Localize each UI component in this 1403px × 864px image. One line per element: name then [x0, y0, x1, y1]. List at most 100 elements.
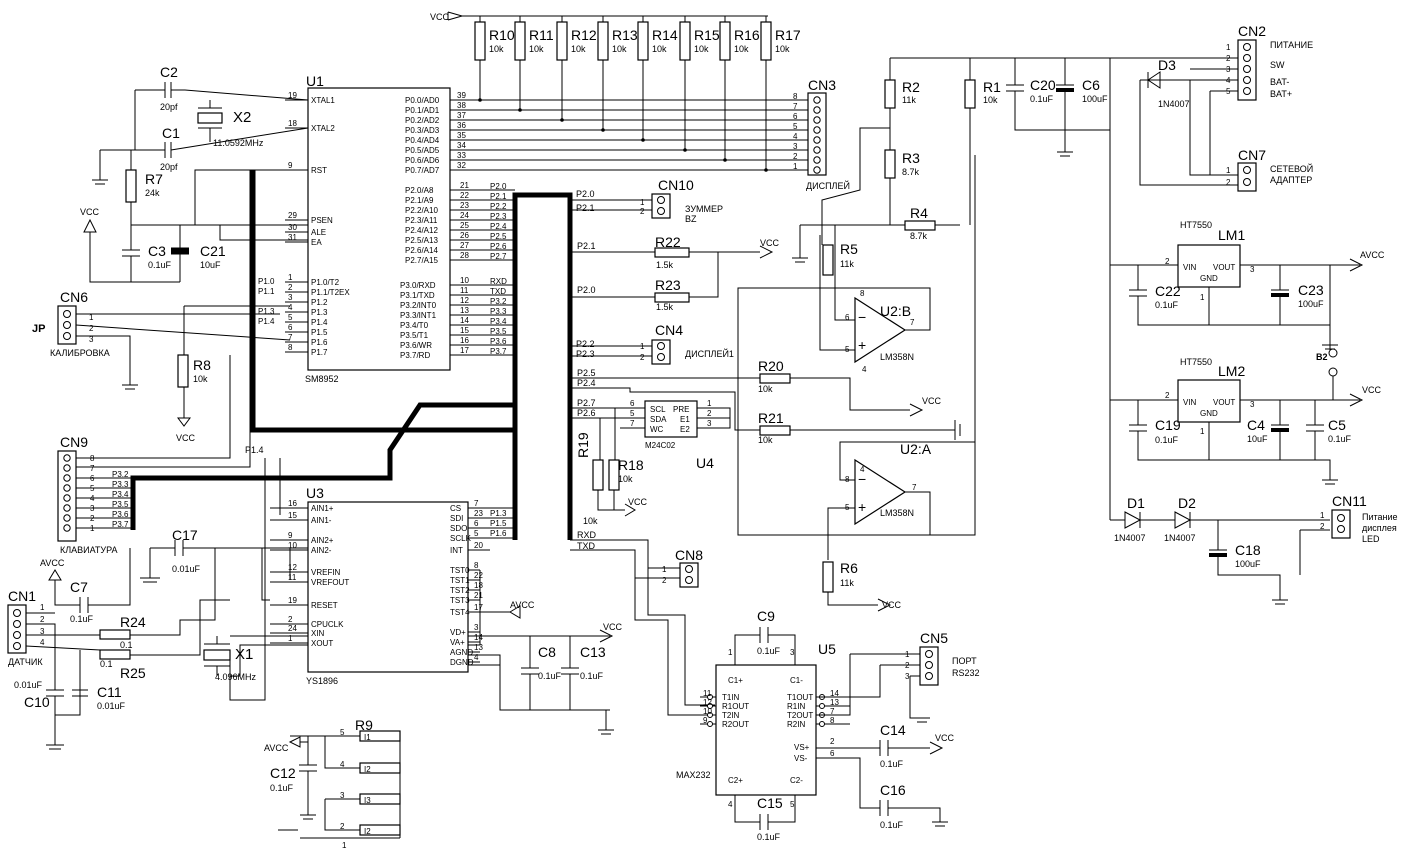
u1-bus-label: P2.1 — [490, 192, 507, 201]
r22-ref: R22 — [655, 234, 681, 250]
u3-pin-label: XIN — [311, 629, 325, 638]
cn7-adapter-connector: CN7 12 СЕТЕВОЙ АДАПТЕР — [1226, 147, 1313, 192]
svg-text:6: 6 — [830, 749, 835, 758]
vcc-label-r6: VCC — [882, 600, 902, 610]
cn9-ref: CN9 — [60, 434, 88, 450]
u1-bus-label: P2.2 — [490, 202, 507, 211]
r21-ref: R21 — [758, 410, 784, 426]
c21-val: 10uF — [200, 260, 221, 270]
cn9-bus-label: P3.7 — [112, 520, 129, 529]
u1-pin-num: 22 — [460, 191, 469, 200]
lm2-vout: VOUT — [1213, 398, 1235, 407]
svg-text:−: − — [858, 309, 866, 325]
lm2-gnd: GND — [1200, 409, 1218, 418]
x2-crystal-network: C2 20pf X2 11.0592MHz C1 20pf R7 24k — [92, 64, 309, 240]
c14-ref: C14 — [880, 722, 906, 738]
c21-ref: C21 — [200, 243, 226, 259]
r5-val: 11k — [840, 259, 854, 269]
c11-val: 0.01uF — [97, 701, 126, 711]
u1-bus-label: RXD — [490, 277, 507, 286]
jp-label: JP — [32, 323, 45, 335]
avcc-label-r9: AVCC — [264, 743, 289, 753]
u1-pin-label: P0.6/AD6 — [405, 156, 440, 165]
r17-ref: R17 — [775, 27, 801, 43]
svg-text:7: 7 — [912, 483, 917, 492]
u1-bus-label: P3.3 — [490, 307, 507, 316]
cn10-name1: ЗУММЕР — [685, 204, 723, 214]
u3-pin-label: AIN1- — [311, 516, 332, 525]
r19-ref: R19 — [575, 432, 591, 458]
u5-pin-num: 14 — [830, 689, 839, 698]
u1-ref: U1 — [306, 73, 324, 89]
c16-ref: C16 — [880, 782, 906, 798]
u1-pin-num: 36 — [457, 121, 466, 130]
u1-pin-num: 26 — [460, 231, 469, 240]
u1-bus-label: P2.5 — [490, 232, 507, 241]
r17-val: 10k — [775, 44, 790, 54]
u3-pin-num: 1 — [288, 634, 293, 643]
vcc-label-r20: VCC — [922, 396, 942, 406]
u3-pin-label: TST3 — [450, 596, 470, 605]
u1-pin-num: 30 — [288, 223, 297, 232]
svg-text:3: 3 — [1250, 265, 1255, 274]
svg-text:1: 1 — [728, 648, 733, 657]
u5-pin-num: 7 — [830, 707, 835, 716]
cn3-pin-num: 7 — [793, 102, 798, 111]
c9-ref: C9 — [757, 608, 775, 624]
u1-pin-num: 29 — [288, 211, 297, 220]
svg-text:8: 8 — [860, 289, 865, 298]
cn9-name: КЛАВИАТУРА — [60, 545, 118, 555]
u1-pin-label: P2.7/A15 — [405, 256, 438, 265]
u1-pin-label: P2.4/A12 — [405, 226, 438, 235]
r16-ref: R16 — [734, 27, 760, 43]
c20-ref: C20 — [1030, 77, 1056, 93]
cn4-ref: CN4 — [655, 322, 683, 338]
rxd-lbl: RXD — [577, 530, 597, 540]
cn7-name1: СЕТЕВОЙ — [1270, 163, 1313, 174]
x1-crystal: X1 4.096MHz — [203, 635, 308, 682]
cn9-pin-num: 7 — [90, 464, 95, 473]
b2-label: B2 — [1316, 352, 1328, 362]
u1-pin-label: P2.2/A10 — [405, 206, 438, 215]
u3-pin-num: 10 — [288, 541, 297, 550]
u5-pin-num: 13 — [830, 698, 839, 707]
u4-wc: WC — [650, 425, 664, 434]
c2-val: 20pf — [160, 102, 178, 112]
u3-bus-p15: P1.5 — [490, 519, 507, 528]
lm1-ref: LM1 — [1218, 227, 1245, 243]
led-power-section: D1 1N4007 D2 1N4007 C18 100uF CN11 12 Пи… — [1110, 493, 1398, 605]
u1-pin-label: P3.0/RXD — [400, 281, 436, 290]
cn3-pin-num: 1 — [793, 162, 798, 171]
c13-val: 0.1uF — [580, 671, 604, 681]
c8-val: 0.1uF — [538, 671, 562, 681]
r3-ref: R3 — [902, 150, 920, 166]
cn11-name3: LED — [1362, 534, 1380, 544]
u1-pin-num: 28 — [460, 251, 469, 260]
u1-bus-label: P3.6 — [490, 337, 507, 346]
r8-val: 10k — [193, 374, 208, 384]
u1-pin-label: XTAL2 — [311, 124, 335, 133]
r2-val: 11k — [902, 95, 916, 105]
u1-bus-label: P3.5 — [490, 327, 507, 336]
c20-c6: C20 0.1uF C6 100uF — [1006, 58, 1110, 157]
r11-val: 10k — [529, 44, 544, 54]
svg-text:7: 7 — [910, 318, 915, 327]
cn3-ref: CN3 — [808, 77, 836, 93]
u5-vsp: VS+ — [794, 743, 810, 752]
r9-ref: R9 — [355, 717, 373, 733]
r9-i4: I2 — [364, 827, 371, 836]
svg-text:4: 4 — [728, 800, 733, 809]
cn5-rs232-connector: CN5 123 ПОРТ RS232 — [816, 630, 980, 723]
r1-val: 10k — [983, 95, 998, 105]
r7-val: 24k — [145, 188, 160, 198]
u1-bus-label: P2.3 — [490, 212, 507, 221]
svg-text:6: 6 — [630, 399, 635, 408]
txd-lbl: TXD — [577, 541, 596, 551]
svg-text:2: 2 — [89, 324, 94, 333]
u1-pin-num: 35 — [457, 131, 466, 140]
svg-text:2: 2 — [1320, 522, 1325, 531]
r2-ref: R2 — [902, 79, 920, 95]
u3-pin-label: RESET — [311, 601, 338, 610]
